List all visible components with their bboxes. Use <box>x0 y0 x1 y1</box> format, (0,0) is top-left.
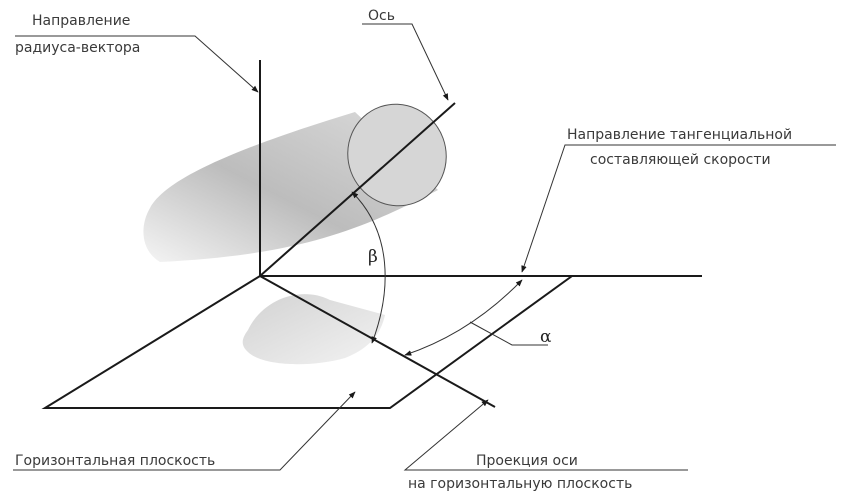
alpha-leader <box>469 321 548 346</box>
radius-vector-label-line2: радиуса-вектора <box>15 40 140 56</box>
tangential-label-line1: Направление тангенциальной <box>567 127 792 143</box>
horizontal-plane-label: Горизонтальная плоскость <box>15 453 215 469</box>
axis-leader <box>362 23 449 101</box>
cylinder-lower-body <box>242 294 385 365</box>
tangential-leader <box>521 144 836 273</box>
beta-label: β <box>368 247 378 267</box>
projection-label-line1: Проекция оси <box>476 453 578 469</box>
projection-leader <box>403 399 688 471</box>
alpha-label: α <box>540 327 552 347</box>
alpha-angle-arc <box>404 279 523 356</box>
beta-angle-arc <box>351 191 386 344</box>
tangential-label-line2: составляющей скорости <box>590 152 771 168</box>
axis-projection-line <box>259 275 496 408</box>
radius-vector-leader <box>15 35 259 93</box>
horizontal-plane-leader <box>13 391 356 471</box>
axis-label: Ось <box>368 8 395 24</box>
axis-line <box>259 102 456 277</box>
radius-vector-label-line1: Направление <box>32 13 130 29</box>
projection-label-line2: на горизонтальную плоскость <box>408 476 632 492</box>
